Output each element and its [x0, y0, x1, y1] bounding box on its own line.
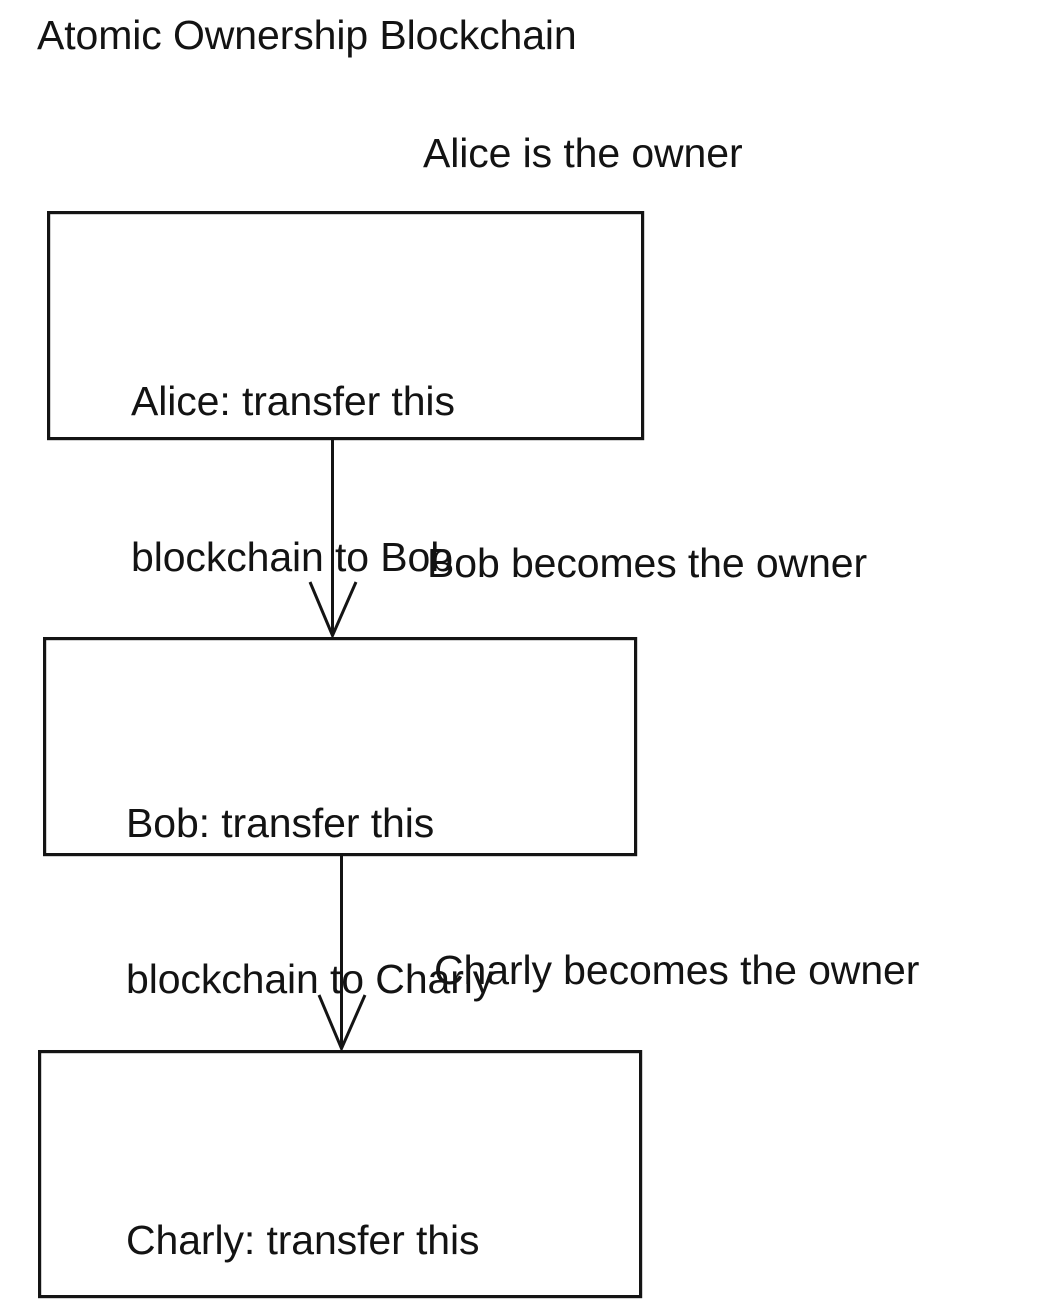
node-label-alice-line-2: blockchain to Bob — [131, 534, 453, 580]
node-label-charly: Charly: transfer this blockchain to Dais… — [126, 1110, 479, 1314]
node-label-bob: Bob: transfer this blockchain to Charly — [126, 693, 493, 1109]
node-label-charly-line-1: Charly: transfer this — [126, 1217, 480, 1263]
node-label-bob-line-2: blockchain to Charly — [126, 956, 494, 1002]
node-label-alice-line-1: Alice: transfer this — [131, 378, 455, 424]
edge-label-alice-is-the-owner: Alice is the owner — [423, 130, 743, 176]
edge-label-bob-becomes-the-owner: Bob becomes the owner — [427, 540, 868, 586]
edge-label-charly-becomes-the-owner: Charly becomes the owner — [434, 947, 920, 993]
node-label-bob-line-1: Bob: transfer this — [126, 800, 435, 846]
node-label-alice: Alice: transfer this blockchain to Bob — [131, 271, 455, 687]
page-title: Atomic Ownership Blockchain — [37, 12, 577, 58]
